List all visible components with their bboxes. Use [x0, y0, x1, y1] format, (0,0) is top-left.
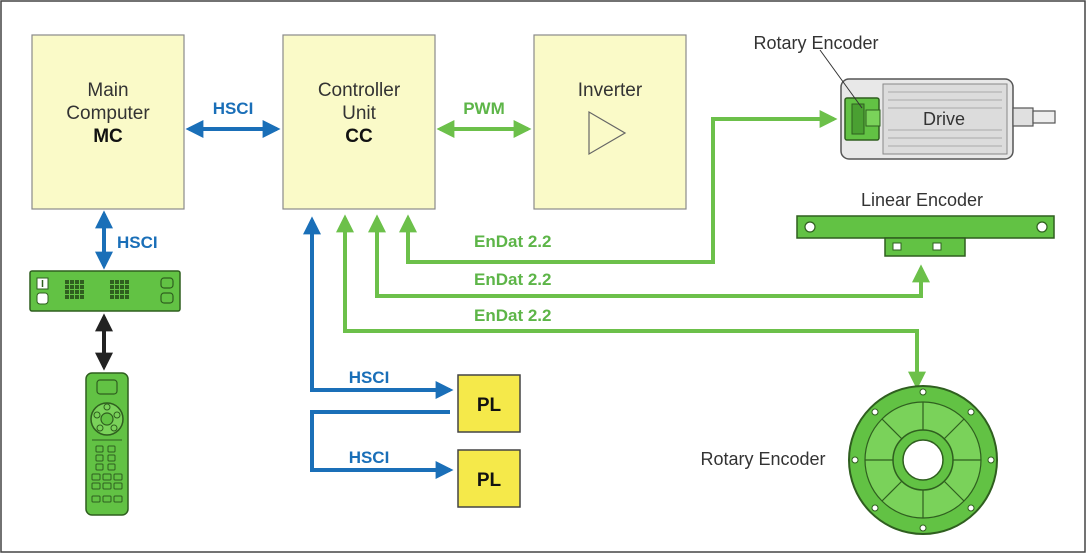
- controller-unit-line1: Controller: [318, 80, 401, 101]
- drive-label: Drive: [923, 109, 965, 129]
- pl-module-1: PL: [457, 374, 521, 433]
- rotary-encoder-bottom: [848, 385, 998, 535]
- handwheel-device: [85, 372, 129, 516]
- inverter-label: Inverter: [578, 80, 643, 101]
- linear-encoder: [796, 215, 1055, 257]
- link-pl2-label: HSCI: [349, 448, 390, 467]
- panel-keypad-icon: [65, 280, 84, 299]
- hollow-shaft-icon: [902, 439, 944, 481]
- handwheel-keys-icon: [91, 445, 123, 503]
- main-computer-line2: Computer: [66, 103, 150, 124]
- pl-module-1-label: PL: [477, 395, 502, 416]
- link-mc-panel-label: HSCI: [117, 233, 158, 252]
- link-cc-inverter-label: PWM: [463, 99, 505, 118]
- operating-panel: [29, 270, 181, 312]
- main-computer-box: Main Computer MC: [31, 34, 185, 210]
- panel-keypad-icon: [110, 280, 129, 299]
- controller-unit-line2: Unit: [342, 103, 377, 124]
- link-mc-cc: HSCI: [185, 99, 281, 138]
- link-endat-1-label: EnDat 2.2: [474, 232, 551, 251]
- linear-encoder-label: Linear Encoder: [861, 190, 983, 210]
- pl-module-2-label: PL: [477, 470, 502, 491]
- rotary-encoder-top-label: Rotary Encoder: [753, 33, 878, 53]
- link-endat-2-label: EnDat 2.2: [474, 270, 551, 289]
- link-mc-panel: HSCI: [95, 210, 158, 270]
- pl-module-2: PL: [457, 449, 521, 508]
- drive-motor: Drive: [819, 49, 1056, 160]
- link-endat-3: EnDat 2.2: [336, 214, 926, 390]
- link-endat-3-label: EnDat 2.2: [474, 306, 551, 325]
- panel-button-icon: [160, 277, 174, 289]
- panel-button-icon: [36, 292, 49, 305]
- panel-button-icon: [160, 292, 174, 304]
- controller-unit-box: Controller Unit CC: [282, 34, 436, 210]
- linear-encoder-head-icon: [884, 237, 966, 257]
- link-mc-cc-label: HSCI: [213, 99, 254, 118]
- main-computer-line1: Main: [87, 80, 128, 101]
- controller-unit-abbr: CC: [345, 126, 373, 147]
- main-computer-abbr: MC: [93, 126, 123, 147]
- inverter-box: Inverter: [533, 34, 687, 210]
- rotary-encoder-bottom-label: Rotary Encoder: [700, 449, 825, 469]
- link-pl1-label: HSCI: [349, 368, 390, 387]
